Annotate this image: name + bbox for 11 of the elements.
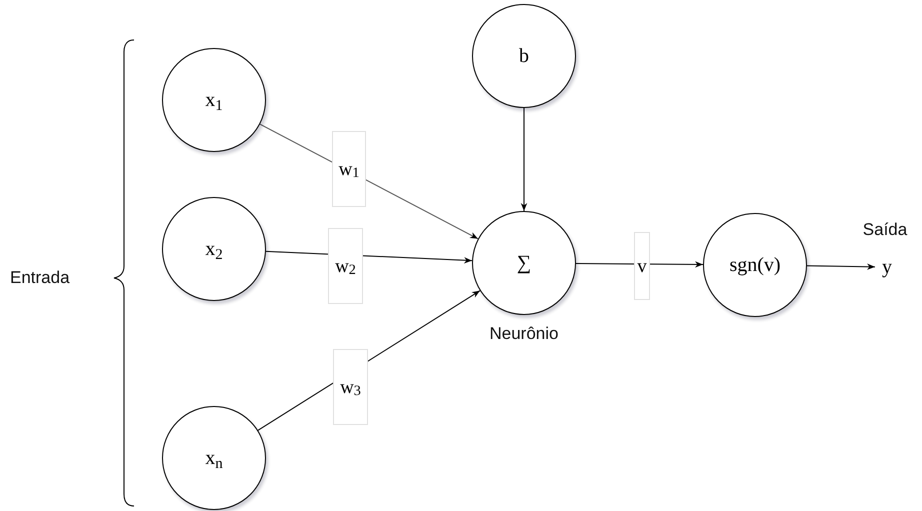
node-caption: Neurônio	[490, 323, 558, 345]
group-label: Entrada	[10, 267, 70, 289]
edge-label: w$_{3}$	[333, 349, 368, 425]
edge-label: v	[634, 232, 650, 300]
arrow	[520, 108, 528, 212]
output-text: y	[875, 252, 899, 282]
arrow	[576, 261, 704, 268]
arrow	[806, 264, 876, 270]
edge-label: w$_{1}$	[332, 131, 366, 207]
node-caption: Saída	[862, 219, 908, 241]
edge-label: w$_{2}$	[328, 228, 363, 304]
